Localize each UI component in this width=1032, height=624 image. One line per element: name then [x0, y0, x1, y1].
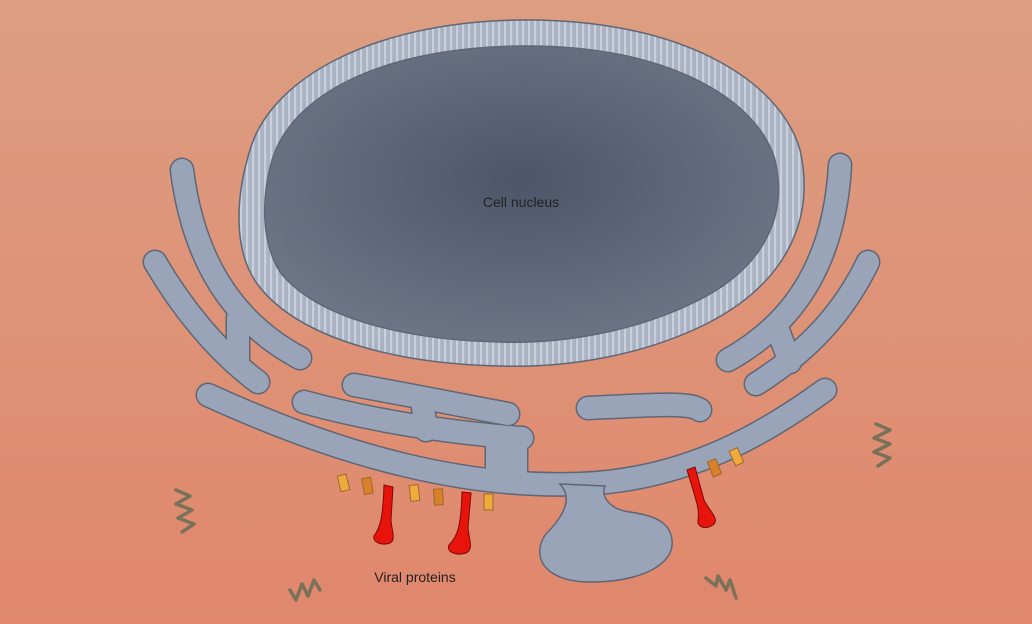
er-vesicle — [539, 483, 673, 583]
small-protein — [408, 483, 421, 502]
small-protein — [728, 446, 745, 467]
viral-proteins — [373, 466, 716, 555]
nucleus-interior — [263, 45, 780, 343]
small-protein — [483, 493, 494, 511]
viral-protein — [686, 466, 716, 528]
small-proteins — [336, 446, 745, 511]
rna-squiggle — [288, 578, 322, 602]
cell-nucleus — [238, 19, 805, 367]
rna-squiggle — [872, 422, 892, 468]
small-protein — [336, 473, 351, 493]
viral-protein — [447, 491, 472, 555]
small-protein — [432, 488, 445, 506]
rna-squiggle — [704, 574, 738, 600]
small-protein — [361, 476, 374, 496]
small-protein — [706, 458, 723, 478]
viral-protein — [373, 484, 394, 545]
rna-strands — [174, 422, 892, 602]
nucleus-label: Cell nucleus — [483, 194, 559, 210]
rna-squiggle — [174, 488, 196, 534]
viral-proteins-label: Viral proteins — [374, 569, 455, 585]
